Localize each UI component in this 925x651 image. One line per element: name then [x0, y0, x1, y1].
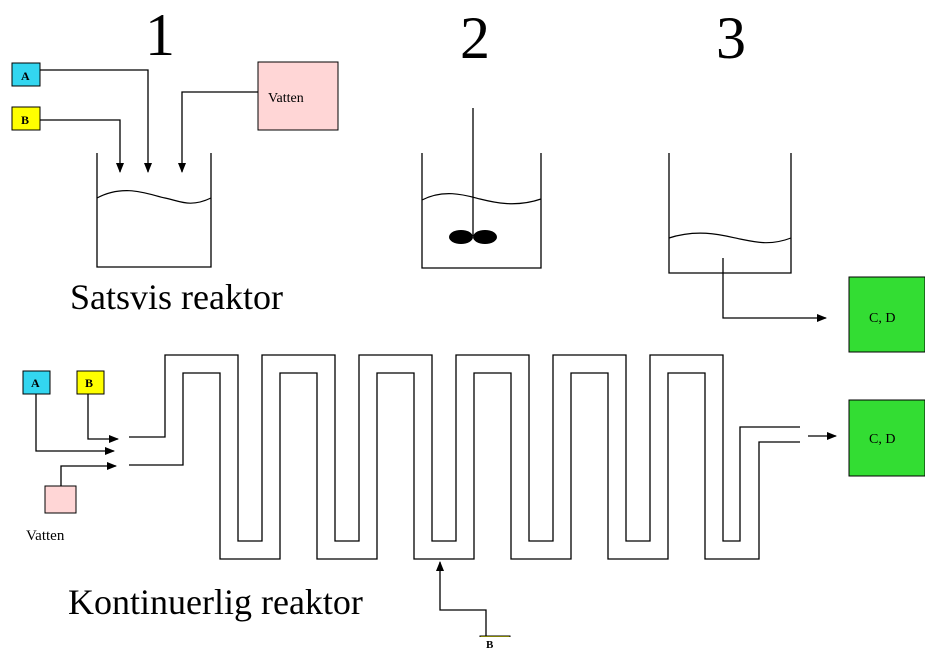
serpentine-outer-wall	[129, 354, 800, 542]
cont-water-box	[44, 485, 77, 514]
batch-caption: Satsvis reaktor	[70, 277, 283, 317]
cont-water-label: Vatten	[26, 528, 65, 544]
reactor-diagram: 1 2 3 A B Vatten Satsvis reaktor C, D A	[11, 2, 925, 637]
batch-step-3: C, D	[668, 153, 925, 353]
liquid-surface-3	[668, 232, 792, 244]
side-feed-b-line	[436, 561, 487, 637]
cont-input-a-label: A	[31, 376, 40, 390]
continuous-reactor: A B Vatten C, D	[22, 354, 925, 637]
step-number-1: 1	[145, 2, 175, 68]
batch-product-box	[848, 276, 925, 353]
stirrer-blade-left	[449, 230, 473, 244]
feed-line-a	[40, 69, 152, 173]
feed-line-b	[40, 119, 124, 173]
water-label: Vatten	[268, 91, 304, 106]
cont-feed-b	[87, 394, 119, 443]
step-number-3: 3	[716, 5, 746, 71]
cont-feed-water	[60, 462, 117, 486]
continuous-caption: Kontinuerlig reaktor	[68, 582, 363, 622]
stirrer-blade-right	[473, 230, 497, 244]
water-box	[257, 61, 339, 131]
step-number-2: 2	[460, 5, 490, 71]
batch-product-label: C, D	[869, 311, 895, 326]
serpentine-inner-wall	[129, 372, 800, 560]
cont-input-b-label: B	[85, 376, 93, 390]
side-feed-b-label: B	[486, 639, 494, 651]
tank-1	[96, 153, 212, 268]
input-b-box	[11, 106, 41, 131]
drain-line	[722, 258, 827, 322]
cont-product-label: C, D	[869, 432, 895, 447]
cont-feed-a	[35, 394, 115, 455]
tank-3	[668, 153, 792, 274]
liquid-surface-1	[96, 190, 212, 204]
input-b-label: B	[21, 113, 29, 127]
tank-2	[421, 153, 542, 269]
batch-step-2	[421, 108, 542, 269]
batch-step-1: A B Vatten	[11, 61, 339, 268]
input-a-label: A	[21, 69, 30, 83]
cont-product-box	[848, 399, 925, 477]
feed-line-water	[178, 91, 258, 173]
cont-input-b-box	[76, 370, 105, 395]
input-a-box	[11, 62, 41, 87]
liquid-surface-2	[421, 193, 542, 205]
